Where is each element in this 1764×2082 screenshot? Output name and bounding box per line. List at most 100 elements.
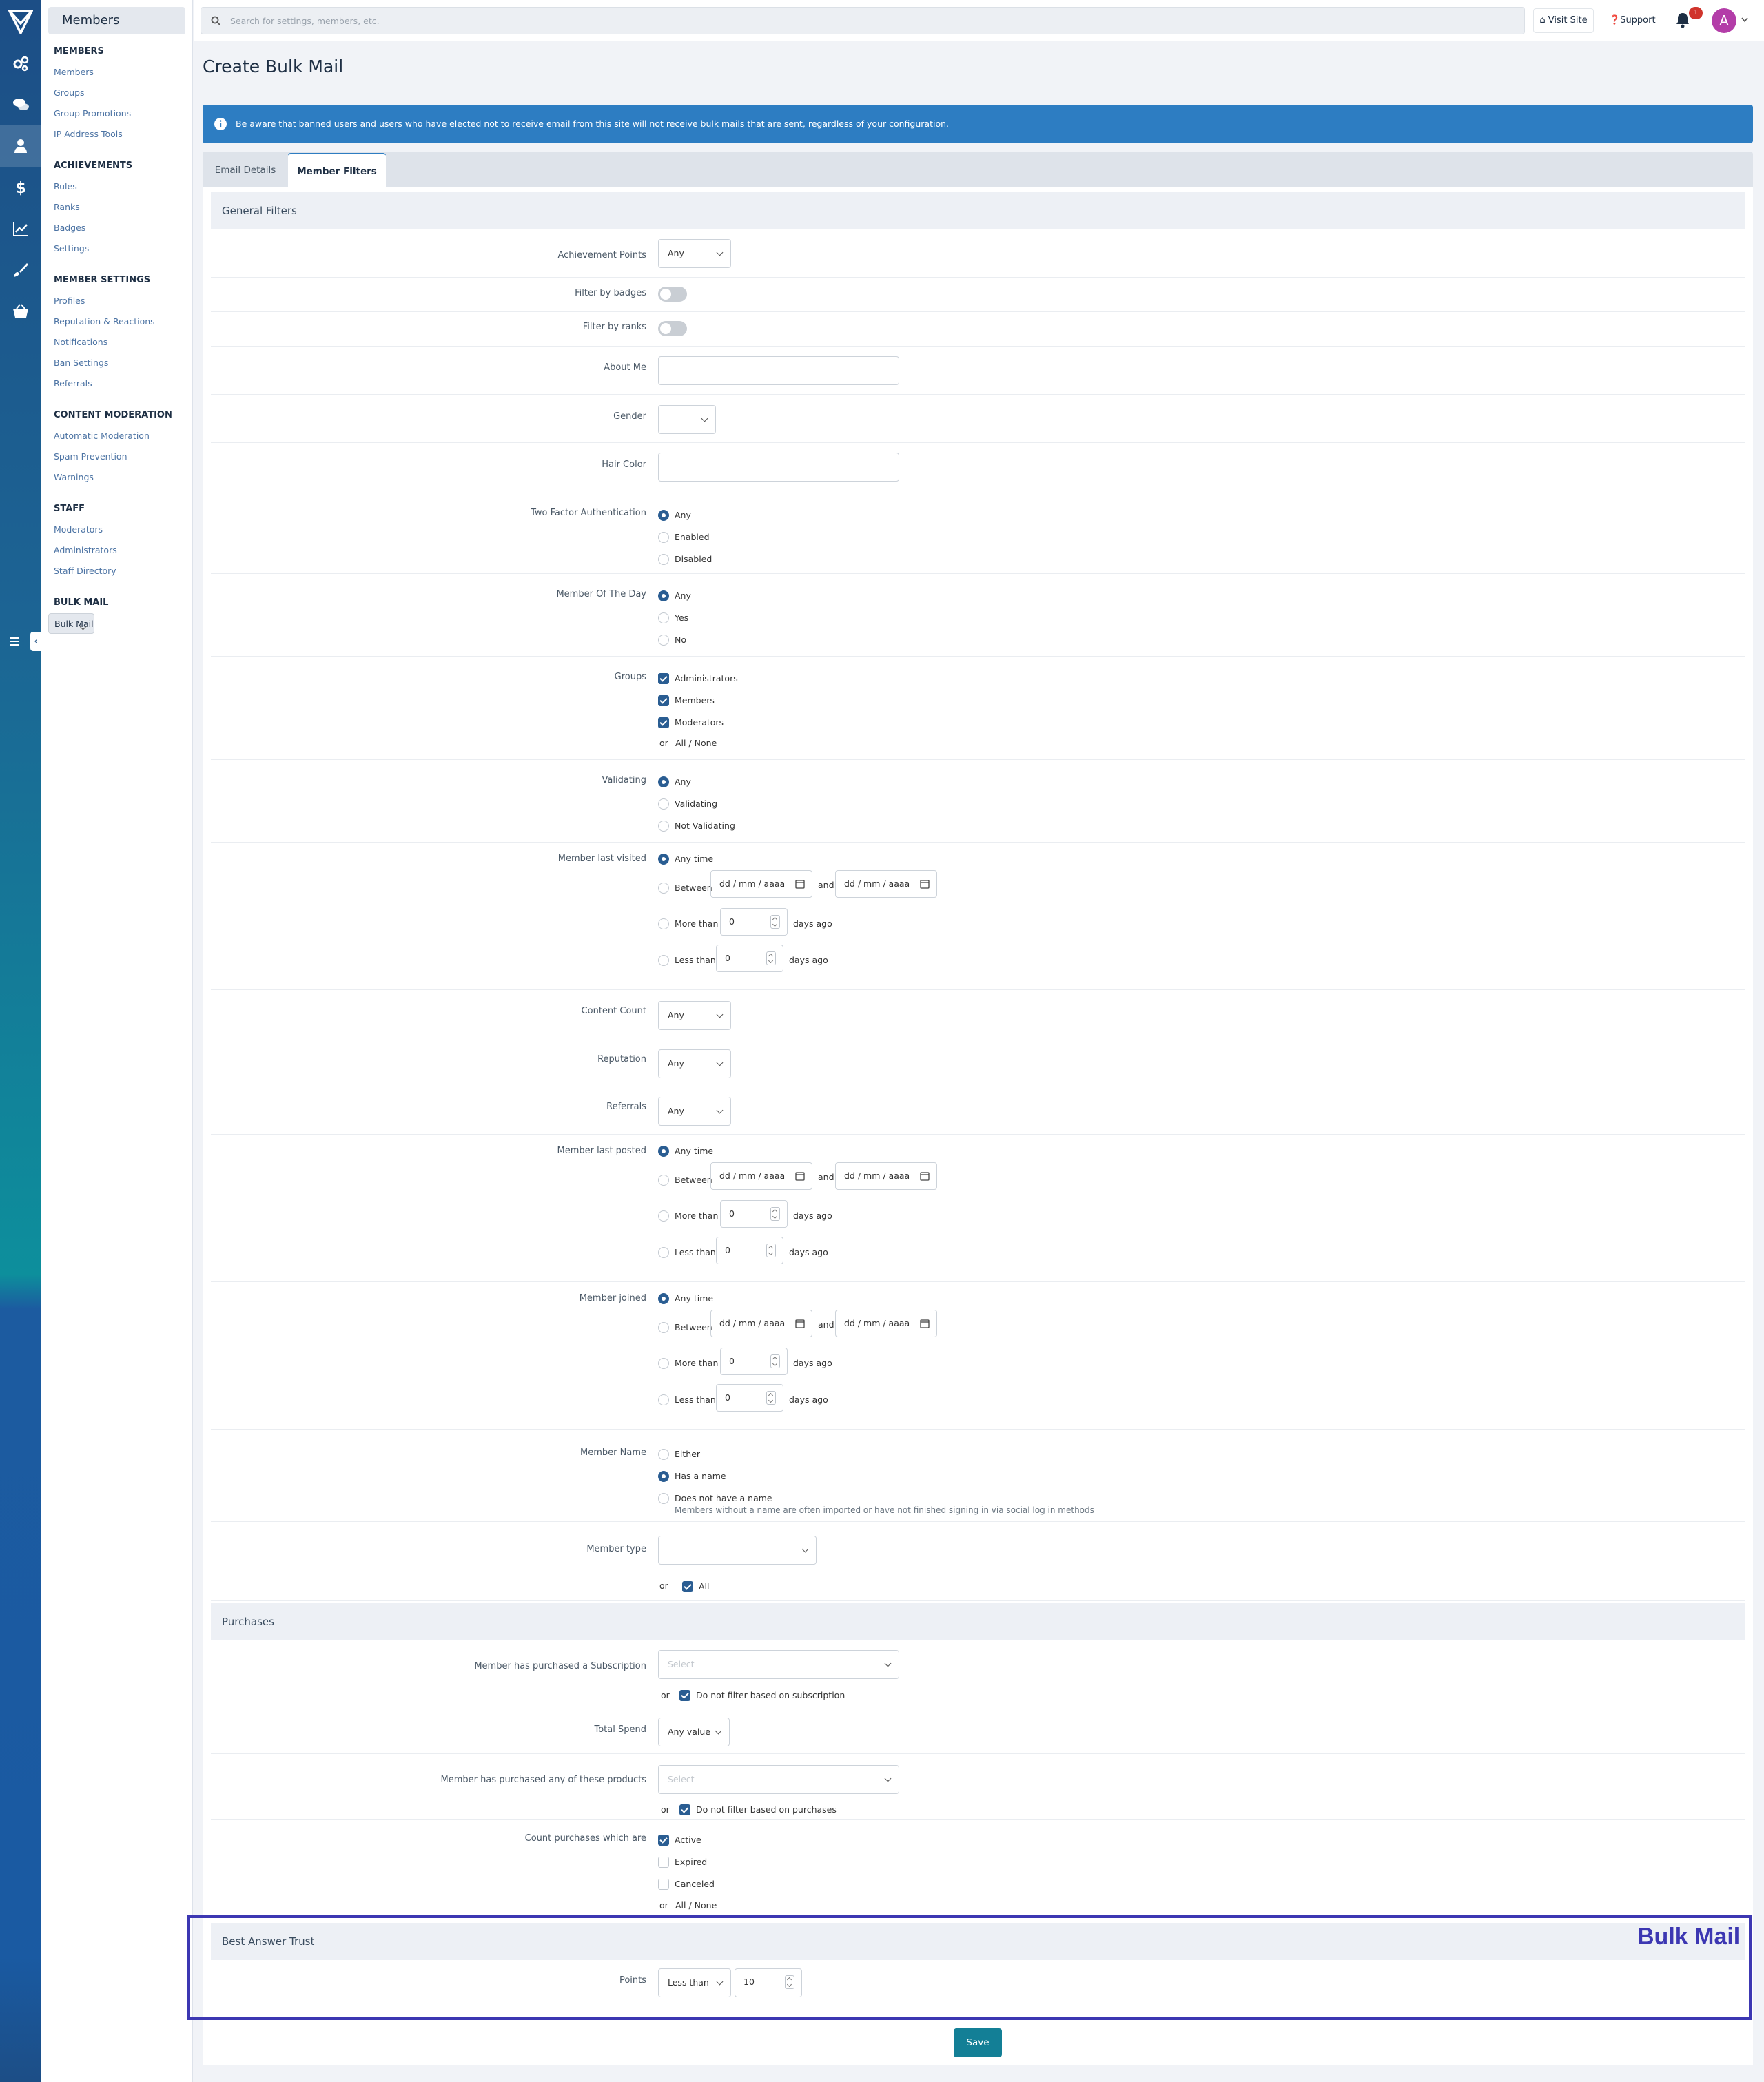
count-all-none-link[interactable]: All / None [675,1900,717,1910]
sidebar-item[interactable]: Automatic Moderation [54,431,150,441]
more-than-days-input[interactable]: 0 [720,1200,788,1228]
gender-select[interactable] [658,405,716,434]
checkbox[interactable] [658,673,669,684]
filter-ranks-toggle[interactable] [658,321,687,336]
checkbox[interactable] [658,717,669,728]
checkbox[interactable] [682,1581,693,1592]
stepper-icon[interactable] [766,951,776,965]
sidebar-item[interactable]: Spam Prevention [54,451,127,462]
rail-marketplace[interactable] [0,291,41,332]
radio[interactable] [658,1449,669,1460]
rail-system[interactable] [0,43,41,84]
checkbox[interactable] [658,1879,669,1890]
radio[interactable] [658,1394,669,1405]
date-from-input[interactable]: dd / mm / aaaa [710,1162,812,1190]
radio[interactable] [658,1146,669,1157]
radio[interactable] [658,1247,669,1258]
sidebar-item[interactable]: Ban Settings [54,358,109,368]
bell-icon[interactable] [1674,11,1692,29]
radio[interactable] [658,883,669,894]
chevron-down-icon[interactable] [1741,17,1749,23]
sidebar-item[interactable]: Warnings [54,472,94,482]
groups-all-none-link[interactable]: All / None [675,738,717,748]
sidebar-item[interactable]: Referrals [54,378,92,389]
subscription-select[interactable]: Select [658,1650,899,1679]
visit-site-button[interactable]: ⌂ Visit Site [1533,8,1594,33]
radio[interactable] [658,918,669,929]
stepper-icon[interactable] [766,1244,776,1257]
sidebar-item[interactable]: Moderators [54,524,103,535]
sidebar-item[interactable]: Members [54,67,94,77]
tab-email-details[interactable]: Email Details [214,165,276,176]
rail-stats[interactable] [0,208,41,249]
rail-community[interactable] [0,84,41,125]
stepper-icon[interactable] [770,915,780,929]
hair-color-input[interactable] [658,453,899,482]
sidebar-item[interactable]: Ranks [54,202,80,212]
date-from-input[interactable]: dd / mm / aaaa [710,1310,812,1337]
sidebar-item[interactable]: Rules [54,181,77,192]
calendar-icon[interactable] [920,1171,930,1181]
sidebar-item[interactable]: Group Promotions [54,108,132,118]
checkbox[interactable] [658,695,669,706]
sidebar-item[interactable]: Badges [54,223,86,233]
about-me-input[interactable] [658,356,899,385]
support-button[interactable]: ❓Support [1609,8,1656,33]
calendar-icon[interactable] [795,879,805,889]
radio[interactable] [658,1471,669,1482]
calendar-icon[interactable] [795,1319,805,1328]
tab-member-filters[interactable]: Member Filters [288,153,386,187]
content-count-select[interactable]: Any [658,1001,731,1030]
radio[interactable] [658,1175,669,1186]
sidebar-item[interactable]: Staff Directory [54,566,116,576]
sidebar-item[interactable]: Profiles [54,296,85,306]
sidebar-item[interactable]: IP Address Tools [54,129,123,139]
rail-commerce[interactable]: $ [0,167,41,208]
radio[interactable] [658,1358,669,1369]
radio[interactable] [658,1293,669,1304]
checkbox[interactable] [679,1690,690,1701]
radio[interactable] [658,590,669,601]
rail-members[interactable] [0,125,41,167]
sidebar-item[interactable]: Administrators [54,545,117,555]
total-spend-select[interactable]: Any value [658,1718,730,1746]
checkbox[interactable] [658,1835,669,1846]
radio[interactable] [658,510,669,521]
sidebar-item[interactable]: Bulk Mail [48,613,94,634]
less-than-days-input[interactable]: 0 [716,1237,783,1264]
radio[interactable] [658,821,669,832]
less-than-days-input[interactable]: 0 [716,1384,783,1412]
checkbox[interactable] [679,1804,690,1815]
calendar-icon[interactable] [795,1171,805,1181]
sidebar-item[interactable]: Groups [54,87,85,98]
more-than-days-input[interactable]: 0 [720,1348,788,1375]
products-select[interactable]: Select [658,1765,899,1794]
rail-customization[interactable] [0,249,41,291]
sidebar-toggle[interactable]: ‹ [0,629,41,654]
save-button[interactable]: Save [954,2028,1002,2057]
logo-icon[interactable] [8,10,33,34]
radio[interactable] [658,1322,669,1333]
collapse-tab[interactable]: ‹ [30,632,41,651]
calendar-icon[interactable] [920,1319,930,1328]
sidebar-item[interactable]: Notifications [54,337,108,347]
stepper-icon[interactable] [770,1354,780,1368]
date-from-input[interactable]: dd / mm / aaaa [710,870,812,898]
radio[interactable] [658,554,669,565]
referrals-select[interactable]: Any [658,1097,731,1126]
radio[interactable] [658,532,669,543]
points-value-input[interactable]: 10 [735,1968,802,1997]
search-input[interactable]: Search for settings, members, etc. [201,7,1525,34]
radio[interactable] [658,612,669,623]
radio[interactable] [658,955,669,966]
checkbox[interactable] [658,1857,669,1868]
filter-badges-toggle[interactable] [658,287,687,302]
stepper-icon[interactable] [770,1207,780,1221]
radio[interactable] [658,776,669,787]
calendar-icon[interactable] [920,879,930,889]
date-to-input[interactable]: dd / mm / aaaa [835,1162,937,1190]
points-operator-select[interactable]: Less than [658,1968,731,1997]
radio[interactable] [658,798,669,810]
more-than-days-input[interactable]: 0 [720,908,788,936]
date-to-input[interactable]: dd / mm / aaaa [835,1310,937,1337]
